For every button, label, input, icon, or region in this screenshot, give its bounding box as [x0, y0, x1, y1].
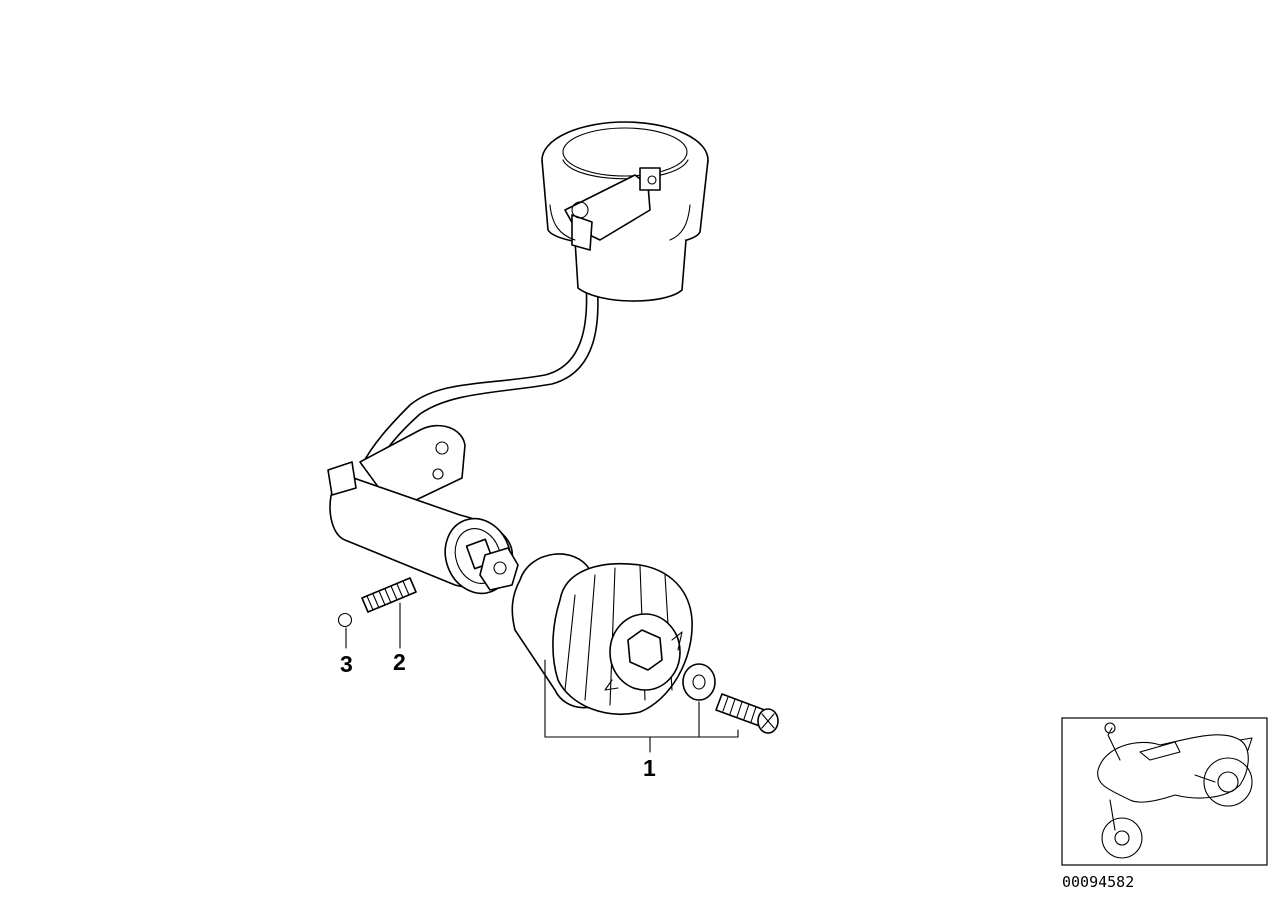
motorcycle-thumbnail-icon	[1061, 717, 1268, 866]
reservoir-icon	[541, 121, 709, 302]
hose	[361, 269, 599, 471]
ball-icon	[337, 612, 353, 628]
callout-1: 1	[643, 755, 656, 781]
callout-2: 2	[393, 649, 406, 675]
leader-lines	[345, 602, 739, 753]
reference-number: 00094582	[1062, 873, 1134, 891]
callout-3: 3	[340, 651, 353, 677]
washer-icon	[682, 663, 716, 701]
screw-icon	[715, 693, 779, 734]
spring-icon	[361, 577, 417, 613]
master-cylinder-icon	[327, 424, 519, 595]
reservoir-cap-icon	[511, 553, 693, 715]
